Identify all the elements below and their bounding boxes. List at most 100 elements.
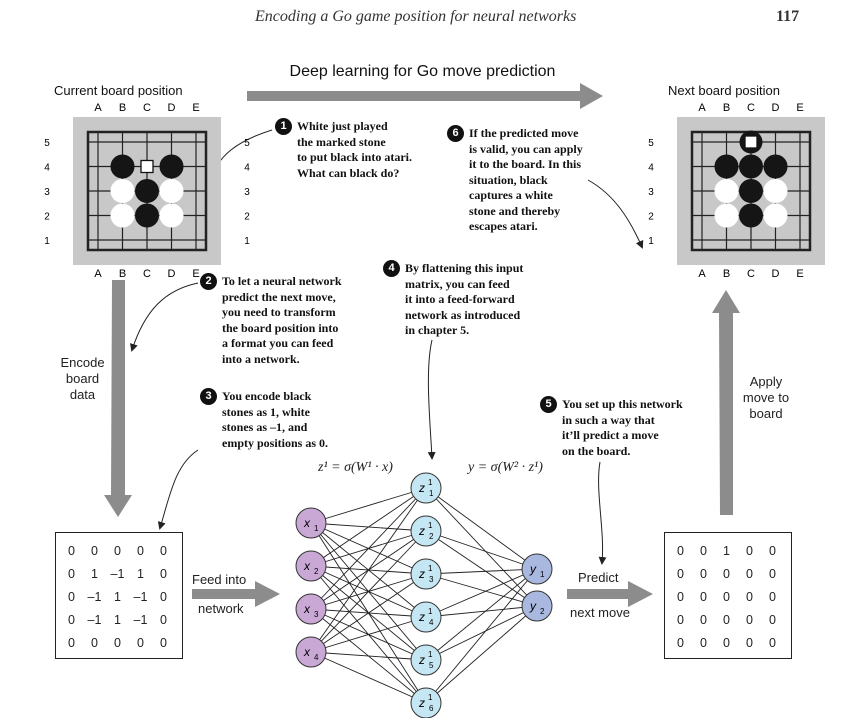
edge [425,487,538,570]
matrix-cell: 0 [700,635,707,650]
matrix-cell: –1 [133,612,148,627]
node-subscript: 4 [429,618,434,627]
node-label: z [418,653,425,667]
row-label-left: 2 [648,212,654,223]
black-stone [763,154,788,179]
matrix-cell: 0 [769,612,776,627]
node-subscript: 2 [540,607,545,616]
matrix-cell: 0 [700,566,707,581]
matrix-cell: 0 [137,635,144,650]
edge [310,487,427,653]
matrix-cell: 0 [769,589,776,604]
node-label: x [303,645,311,659]
matrix-cell: 0 [677,635,684,650]
matrix-cell: 0 [114,543,121,558]
current-board-label: Current board position [54,83,183,98]
black-stone [739,154,763,179]
matrix-cell: 0 [160,543,167,558]
matrix-cell: 0 [68,566,75,581]
marked-stone-marker [744,135,758,149]
network-label: network [198,601,244,616]
feed-into-label: Feed into [192,572,247,587]
marked-stone-marker [140,159,154,174]
node-circle [295,507,327,539]
black-stone [739,203,763,228]
node-label: y [529,599,537,613]
node-circle [521,553,553,585]
matrix-cell: 0 [137,543,144,558]
matrix-cell: 0 [746,543,753,558]
node-label: x [303,559,311,573]
matrix-cell: 1 [114,612,121,627]
leader-3 [157,449,199,530]
node-label: z [418,696,425,710]
row-label-left: 4 [648,163,654,174]
leader-5 [598,461,607,565]
page-number: 117 [776,8,800,25]
predict-arrow [567,581,653,607]
matrix-cell: 0 [68,589,75,604]
node-superscript: 1 [428,564,433,573]
white-stone [714,203,739,228]
column-label-top: E [796,102,803,114]
matrix-cell: 0 [114,635,121,650]
node-superscript: 1 [428,693,433,702]
edge [425,530,538,607]
node-subscript: 2 [314,567,319,576]
edge [425,487,538,607]
node-superscript: 1 [428,521,433,530]
node-label: z [418,481,425,495]
edge [425,568,538,704]
node-superscript: 1 [428,478,433,487]
matrix-cell: –1 [87,589,102,604]
node-subscript: 5 [429,661,434,670]
network-edges [310,487,538,704]
matrix-cell: 0 [677,612,684,627]
edge [310,487,427,524]
column-label-bottom: E [192,268,199,280]
column-label-top: D [772,102,780,114]
node-label: z [418,567,425,581]
node-superscript: 1 [428,607,433,616]
node-subscript: 3 [429,575,434,584]
callout-number: 1 [275,118,292,135]
row-label-left: 2 [44,212,50,223]
callout-text: To let a neural network predict the next… [222,274,342,366]
row-label-left: 4 [44,163,50,174]
edge [425,568,538,661]
matrix-cell: 0 [677,543,684,558]
matrix-cell: 0 [68,635,75,650]
matrix-cell: 0 [723,612,730,627]
leader-2 [130,282,199,352]
edge [425,605,538,618]
column-label-top: A [94,102,102,114]
node-subscript: 4 [314,653,319,662]
edge [425,573,538,607]
node-subscript: 1 [540,570,545,579]
matrix-cell: 0 [769,635,776,650]
matrix-cell: 0 [746,566,753,581]
node-subscript: 1 [429,489,434,498]
white-stone [763,179,788,203]
matrix-cell: 0 [677,566,684,581]
matrix-cell: 0 [160,612,167,627]
node-circle [410,515,442,547]
column-label-bottom: A [698,268,706,280]
leader-6 [587,179,644,249]
matrix-cell: 1 [137,566,144,581]
diagram-title: Deep learning for Go move prediction [289,63,556,80]
column-label-bottom: C [747,268,755,280]
top-flow-arrow [247,83,603,109]
node-label: z [418,610,425,624]
matrix-cell: 0 [160,566,167,581]
edge [425,568,538,575]
matrix-cell: 0 [700,543,707,558]
